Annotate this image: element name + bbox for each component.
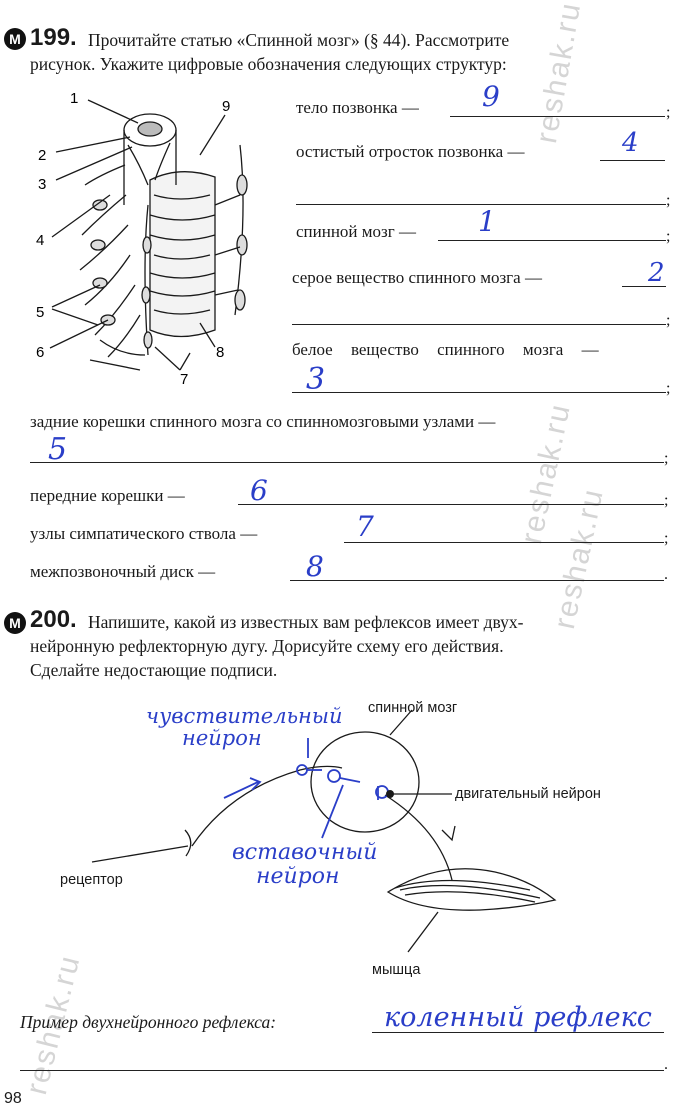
handwritten-label[interactable]: вставочный — [232, 840, 378, 865]
answer-line — [30, 462, 664, 463]
figure-number: 4 — [36, 232, 44, 249]
handwritten-answer[interactable]: 8 — [306, 550, 324, 583]
structure-label: узлы симпатического ствола — — [30, 524, 258, 543]
punctuation: ; — [664, 530, 669, 547]
punctuation: ; — [666, 192, 671, 209]
handwritten-answer[interactable]: 2 — [648, 258, 665, 288]
handwritten-answer[interactable]: 7 — [356, 510, 374, 543]
task-text-line: рисунок. Укажите цифровые обозначения сл… — [30, 54, 507, 74]
figure-number: 2 — [38, 147, 46, 164]
spine-illustration: 1 2 3 4 5 6 7 8 9 — [36, 90, 248, 388]
structure-label: передние корешки — — [30, 486, 185, 505]
handwritten-answer[interactable]: 1 — [478, 205, 496, 238]
punctuation: ; — [664, 492, 669, 509]
handwritten-answer[interactable]: 5 — [48, 432, 68, 467]
punctuation: . — [664, 566, 668, 583]
answer-line — [344, 542, 664, 543]
handwritten-answer[interactable]: 9 — [482, 80, 500, 113]
task-text-line: Напишите, какой из известных вам рефлекс… — [88, 612, 524, 632]
punctuation: ; — [664, 450, 669, 467]
answer-line — [438, 240, 666, 241]
punctuation: ; — [666, 312, 671, 329]
answer-line — [296, 204, 666, 205]
answer-line — [20, 1070, 664, 1071]
answer-line — [290, 580, 664, 581]
answer-line — [622, 286, 666, 287]
task-number: 199. — [30, 24, 77, 51]
structure-label: белое вещество спинного мозга — — [292, 340, 599, 359]
task-badge-icon: М — [4, 28, 26, 50]
punctuation: ; — [666, 104, 671, 121]
figure-number: 1 — [70, 90, 78, 107]
answer-line — [238, 504, 664, 505]
watermark: reshak.ru — [548, 485, 611, 632]
reflex-arc-diagram — [91, 709, 557, 953]
structure-label: задние корешки спинного мозга со спинном… — [30, 412, 496, 431]
handwritten-answer[interactable]: 3 — [306, 362, 326, 397]
spinal-cord-label: спинной мозг — [368, 700, 458, 716]
task-badge-icon: М — [4, 612, 26, 634]
handwritten-label[interactable]: чувствительный — [146, 704, 343, 728]
punctuation: . — [664, 1056, 668, 1073]
figure-number: 7 — [180, 371, 188, 388]
answer-line — [292, 324, 666, 325]
task-text-line: Прочитайте статью «Спинной мозг» (§ 44).… — [88, 30, 510, 50]
receptor-label: рецептор — [60, 872, 123, 888]
muscle-label: мышца — [372, 962, 421, 978]
handwritten-label[interactable]: нейрон — [256, 864, 340, 889]
handwritten-answer[interactable]: 4 — [622, 128, 639, 158]
example-label: Пример двухнейронного рефлекса: — [20, 1012, 277, 1032]
structure-label: остистый отросток позвонка — — [296, 142, 525, 161]
handwritten-answer[interactable]: коленный рефлекс — [384, 1002, 652, 1033]
answer-line — [292, 392, 666, 393]
structure-label: межпозвоночный диск — — [30, 562, 216, 581]
task-text-line: Сделайте недостающие подписи. — [30, 660, 278, 680]
punctuation: ; — [666, 228, 671, 245]
answer-line — [450, 116, 665, 117]
answer-line — [600, 160, 665, 161]
structure-label: спинной мозг — — [296, 222, 416, 241]
answer-line — [372, 1032, 664, 1033]
figure-number: 5 — [36, 304, 44, 321]
task-text-line: нейронную рефлекторную дугу. Дорисуйте с… — [30, 636, 504, 656]
watermark: reshak.ru — [530, 0, 588, 146]
motor-neuron-label: двигательный нейрон — [455, 786, 601, 802]
page-number: 98 — [4, 1090, 22, 1107]
task-number: 200. — [30, 606, 77, 633]
handwritten-label[interactable]: нейрон — [182, 726, 262, 750]
figure-number: 3 — [38, 176, 46, 193]
handwritten-answer[interactable]: 6 — [250, 474, 268, 507]
structure-label: тело позвонка — — [296, 98, 419, 117]
figure-number: 9 — [222, 98, 230, 115]
punctuation: ; — [666, 380, 671, 397]
figure-number: 8 — [216, 344, 224, 361]
structure-label: серое вещество спинного мозга — — [292, 268, 542, 287]
figure-number: 6 — [36, 344, 44, 361]
